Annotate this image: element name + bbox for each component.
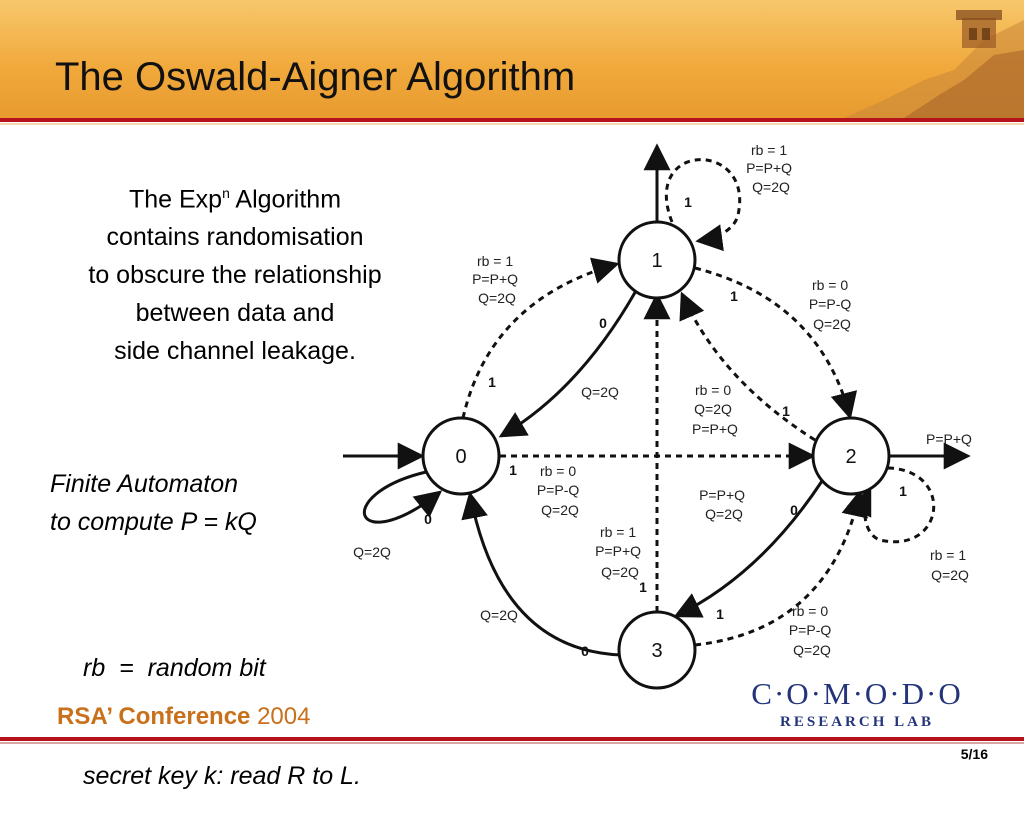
arrow-zero-to-one	[461, 257, 620, 419]
label-top-loop: rb = 1 P=P+Q Q=2Q	[746, 142, 796, 195]
description-line2: contains randomisation	[106, 223, 364, 252]
arrow-two-to-three	[673, 480, 824, 618]
state-0: 0	[421, 416, 501, 496]
arrow-zero-self-loop	[363, 470, 443, 524]
automaton-line1: Finite Automaton	[50, 470, 239, 498]
state-0-label: 0	[455, 446, 466, 468]
automaton-text: Finite Automaton to compute P = kQ	[50, 465, 257, 541]
bit-two-loop: 1	[899, 483, 907, 499]
description-text: The Expn Algorithm contains randomisatio…	[40, 174, 430, 370]
label-zero-loop: Q=2Q	[353, 544, 391, 560]
rsa-mark: ’	[106, 703, 112, 730]
bit-zero-loop: 0	[424, 511, 432, 527]
rsa-conference-label: Conference	[111, 703, 251, 730]
notes-line1: rb = random bit	[83, 654, 266, 682]
arrow-two-self-loop	[847, 466, 936, 544]
bit-two-to-three: 0	[790, 502, 798, 518]
bit-three-to-zero: 0	[581, 643, 589, 659]
label-left-upper: rb = 1 P=P+Q Q=2Q	[472, 253, 522, 306]
comodo-name: C·O·M·O·D·O	[751, 676, 963, 711]
rsa-name: RSA	[57, 703, 107, 730]
bit-three-to-two: 1	[716, 606, 724, 622]
label-zero-to-two: rb = 0 P=P-Q Q=2Q	[537, 463, 583, 518]
arrow-three-to-zero	[461, 491, 622, 657]
label-out-two: P=P+Q	[926, 431, 972, 447]
rsa-year: 2004	[250, 703, 311, 730]
state-diagram: 0 1 2 3 rb = 1 P=P+Q Q=2Q 1 rb = 1 P=P+Q…	[343, 142, 972, 690]
arrow-top-self-loop	[664, 158, 742, 252]
slide-title: The Oswald-Aigner Algorithm	[55, 55, 576, 99]
state-3: 3	[617, 610, 697, 690]
label-right-upper: rb = 0 P=P-Q Q=2Q	[809, 277, 855, 332]
state-2: 2	[811, 416, 891, 496]
page-number: 5/16	[960, 746, 988, 762]
footer-rule-light	[0, 742, 1024, 744]
state-2-label: 2	[845, 446, 856, 468]
bit-left-upper: 1	[488, 374, 496, 390]
label-two-loop: rb = 1 Q=2Q	[930, 547, 970, 583]
label-center-lower: rb = 1 P=P+Q Q=2Q	[595, 524, 645, 580]
state-1: 1	[617, 220, 697, 300]
description-line3: to obscure the relationship	[88, 261, 382, 290]
rsa-conference-logo: RSA’ Conference 2004	[57, 703, 310, 731]
arrow-one-to-two	[694, 266, 858, 420]
description-line4: between data and	[135, 299, 335, 328]
description-superscript: n	[222, 185, 230, 201]
footer-rule	[0, 737, 1024, 741]
header-rule	[0, 118, 1024, 122]
bit-top-loop: 1	[684, 194, 692, 210]
header-rule-light	[0, 123, 1024, 125]
description-line5: side channel leakage.	[114, 337, 356, 366]
label-center-diag: rb = 0 Q=2Q P=P+Q	[692, 382, 738, 437]
header-banner	[0, 0, 1024, 122]
great-wall-image	[844, 10, 1024, 118]
bit-center-lower: 1	[639, 579, 647, 595]
label-three-to-two: rb = 0 P=P-Q Q=2Q	[789, 603, 835, 658]
bit-center-diag: 1	[782, 403, 790, 419]
arrow-one-to-zero	[498, 288, 639, 438]
arrow-two-to-one	[679, 291, 816, 442]
description-line1-post: Algorithm	[229, 185, 342, 214]
label-three-to-zero: Q=2Q	[480, 607, 518, 623]
label-two-to-three: P=P+Q Q=2Q	[699, 487, 749, 522]
state-1-label: 1	[651, 250, 662, 272]
description-line1-pre: The Exp	[128, 185, 223, 214]
bit-one-to-zero: 0	[599, 315, 607, 331]
automaton-line2: to compute P = kQ	[50, 508, 257, 536]
comodo-research-lab: RESEARCH LAB	[780, 714, 934, 730]
arrow-three-to-two	[694, 489, 869, 647]
bit-zero-to-two: 1	[509, 462, 517, 478]
comodo-logo: C·O·M·O·D·O RESEARCH LAB	[722, 676, 992, 731]
bit-right-upper: 1	[730, 288, 738, 304]
label-one-to-zero: Q=2Q	[581, 384, 619, 400]
state-3-label: 3	[651, 640, 662, 662]
